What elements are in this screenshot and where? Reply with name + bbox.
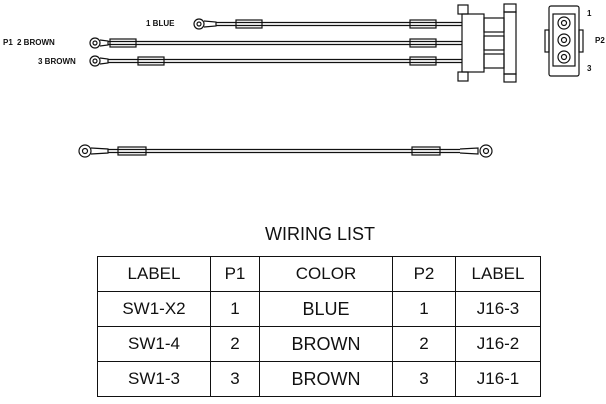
header-label-2: LABEL (455, 256, 541, 292)
p2-pin-1-label: 1 (587, 9, 592, 18)
pin-3 (557, 50, 571, 64)
row-color: BROWN (259, 326, 393, 362)
sleeve-right (411, 146, 441, 156)
sleeve-2a (109, 38, 137, 48)
row-p1: 3 (210, 361, 260, 397)
row-label: SW1-3 (97, 361, 211, 397)
header-p1: P1 (210, 256, 260, 292)
table-header-row: LABEL P1 COLOR P2 LABEL (97, 256, 541, 292)
sleeve-left (117, 146, 147, 156)
sleeve-3b (409, 56, 437, 66)
ring-terminal-left (78, 144, 92, 158)
row-color: BLUE (259, 291, 393, 327)
wire-2-tag: 2 BROWN (17, 38, 55, 47)
ring-terminal-2 (89, 37, 101, 49)
row-p2: 1 (392, 291, 456, 327)
header-label: LABEL (97, 256, 211, 292)
wiring-list-table: LABEL P1 COLOR P2 LABEL SW1-X2 1 BLUE 1 … (97, 256, 541, 397)
header-p2: P2 (392, 256, 456, 292)
sleeve-3a (137, 56, 165, 66)
wire-harness-drawing: 1 BLUE P1 2 BROWN 3 BROWN P2 1 3 (3, 3, 605, 158)
row-label: SW1-X2 (97, 291, 211, 327)
sleeve-2b (409, 38, 437, 48)
ring-terminal-3 (89, 55, 101, 67)
connector-face-p2 (544, 5, 584, 77)
row-p2: 3 (392, 361, 456, 397)
row-label-2: J16-3 (455, 291, 541, 327)
p2-label: P2 (595, 36, 605, 45)
row-label-2: J16-2 (455, 326, 541, 362)
table-row: SW1-3 3 BROWN 3 J16-1 (97, 361, 541, 397)
jumper-wire (78, 144, 493, 158)
table-row: SW1-X2 1 BLUE 1 J16-3 (97, 291, 541, 327)
wire-3 (89, 55, 462, 67)
connector-housing-side (457, 3, 517, 83)
wire-1-tag: 1 BLUE (146, 19, 175, 28)
wiring-list-title: WIRING LIST (264, 224, 375, 244)
table-row: SW1-4 2 BROWN 2 J16-2 (97, 326, 541, 362)
wire-2 (89, 37, 462, 49)
pin-1 (557, 16, 571, 30)
p1-label: P1 (3, 38, 13, 47)
row-p1: 2 (210, 326, 260, 362)
ring-terminal-1 (193, 18, 205, 30)
harness-svg (78, 3, 584, 158)
sleeve-1b (409, 19, 437, 29)
ring-terminal-right (479, 144, 493, 158)
row-label-2: J16-1 (455, 361, 541, 397)
row-p1: 1 (210, 291, 260, 327)
row-p2: 2 (392, 326, 456, 362)
wire-3-tag: 3 BROWN (38, 57, 76, 66)
row-color: BROWN (259, 361, 393, 397)
row-label: SW1-4 (97, 326, 211, 362)
pin-2 (557, 33, 571, 47)
sleeve-1a (235, 19, 263, 29)
wire-1 (193, 18, 462, 30)
header-color: COLOR (259, 256, 393, 292)
p2-pin-3-label: 3 (587, 64, 592, 73)
